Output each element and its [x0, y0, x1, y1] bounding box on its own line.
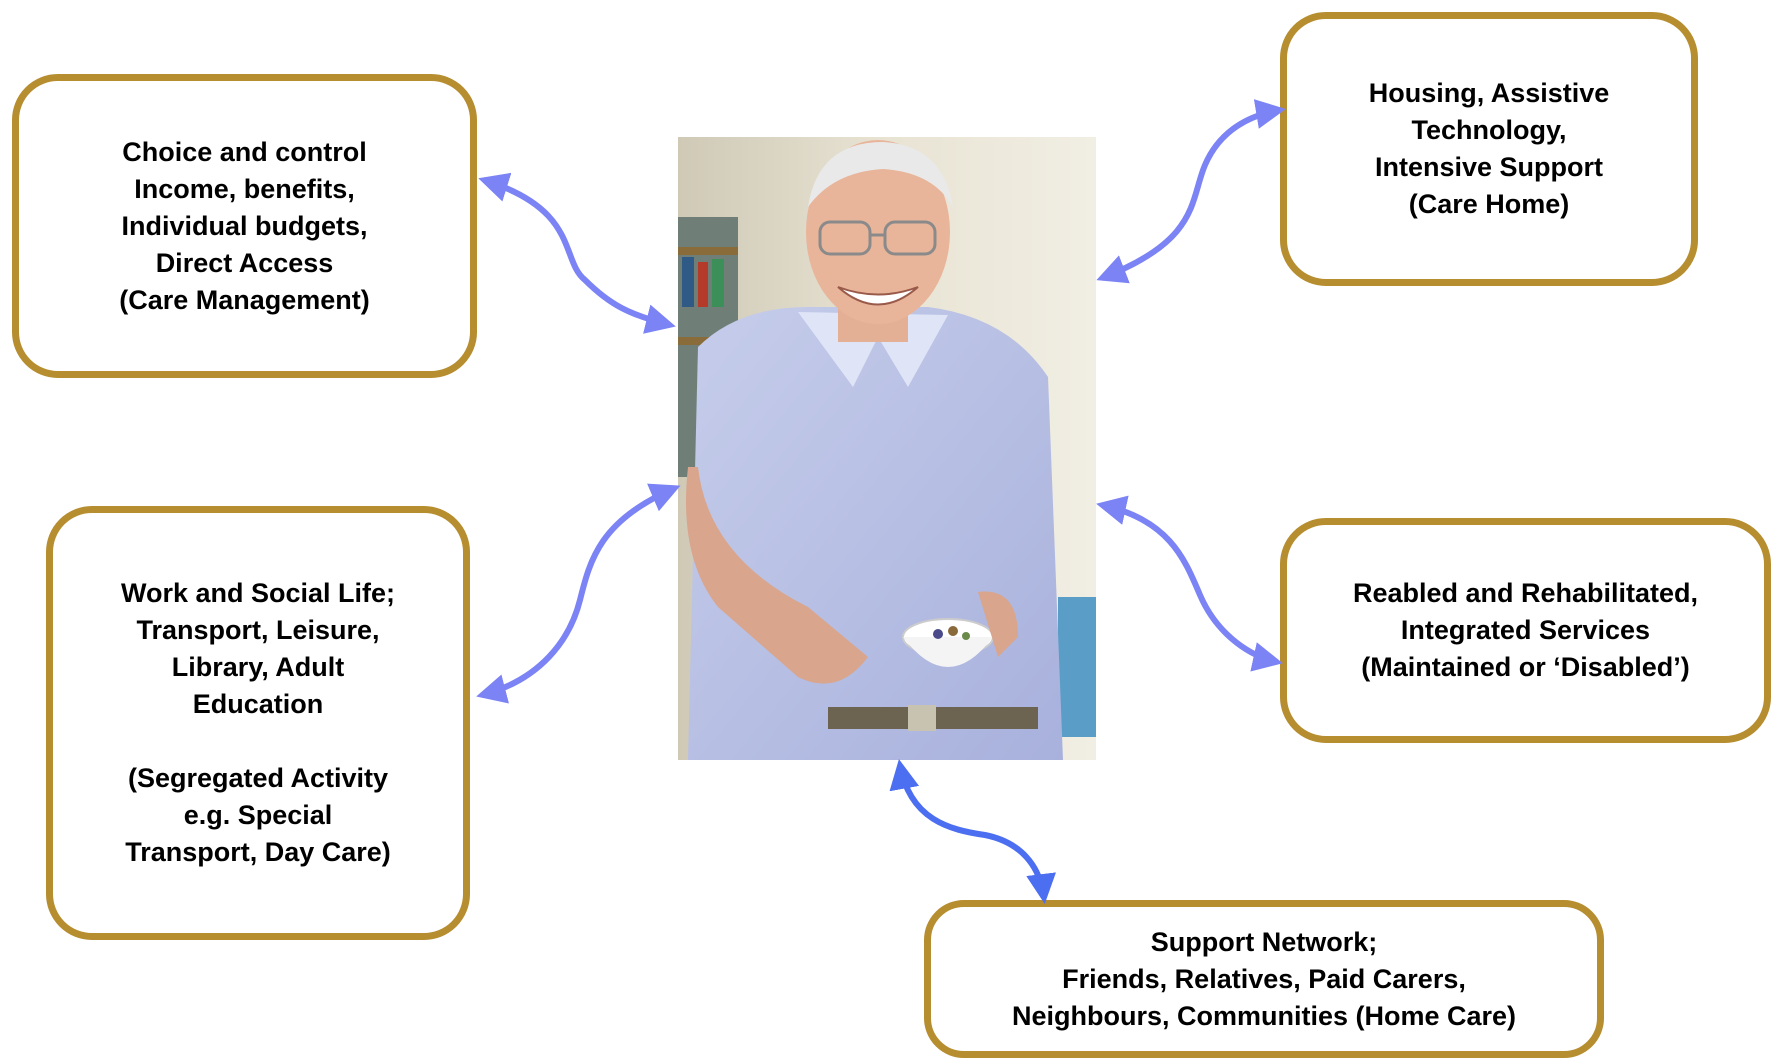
arrow-housing [1096, 99, 1286, 284]
arrow-reabled [1096, 495, 1283, 672]
node-support-network: Support Network; Friends, Relatives, Pai… [924, 900, 1604, 1058]
node-reabled-text: Reabled and Rehabilitated, Integrated Se… [1352, 578, 1699, 682]
node-reabled: Reabled and Rehabilitated, Integrated Se… [1280, 518, 1771, 743]
arrow-choice [478, 172, 676, 334]
center-photo [678, 137, 1096, 760]
node-work-and-social-life-text: Work and Social Life; Transport, Leisure… [120, 578, 396, 867]
arrow-support [889, 759, 1056, 904]
node-choice-and-control: Choice and control Income, benefits, Ind… [12, 74, 477, 378]
node-choice-and-control-text: Choice and control Income, benefits, Ind… [119, 136, 370, 315]
node-support-network-text: Support Network; Friends, Relatives, Pai… [1011, 926, 1517, 1031]
arrow-work [476, 483, 681, 704]
node-housing: Housing, Assistive Technology, Intensive… [1280, 12, 1698, 286]
node-work-and-social-life: Work and Social Life; Transport, Leisure… [46, 506, 470, 940]
node-housing-text: Housing, Assistive Technology, Intensive… [1368, 78, 1610, 219]
